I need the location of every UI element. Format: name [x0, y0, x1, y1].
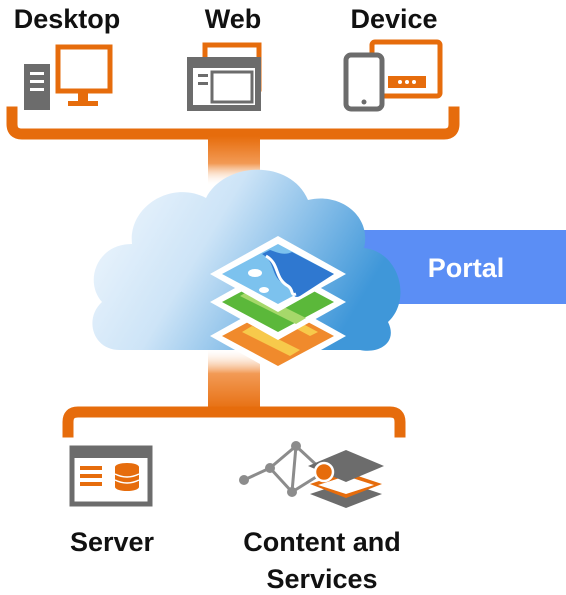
server-icon	[69, 445, 153, 507]
content-label-line2: Services	[266, 564, 377, 594]
map-layers-icon	[210, 236, 346, 374]
web-browser-icon	[187, 42, 262, 111]
servers-bracket	[62, 406, 406, 438]
clients-bracket	[6, 106, 460, 140]
content-services-icon	[239, 441, 384, 508]
desktop-label: Desktop	[14, 4, 121, 34]
device-label: Device	[350, 4, 437, 34]
server-label: Server	[70, 527, 155, 557]
mobile-device-icon	[343, 39, 443, 112]
portal-label: Portal	[428, 253, 505, 283]
content-label-line1: Content and	[243, 527, 400, 557]
desktop-computer-icon	[24, 44, 113, 110]
web-label: Web	[205, 4, 262, 34]
